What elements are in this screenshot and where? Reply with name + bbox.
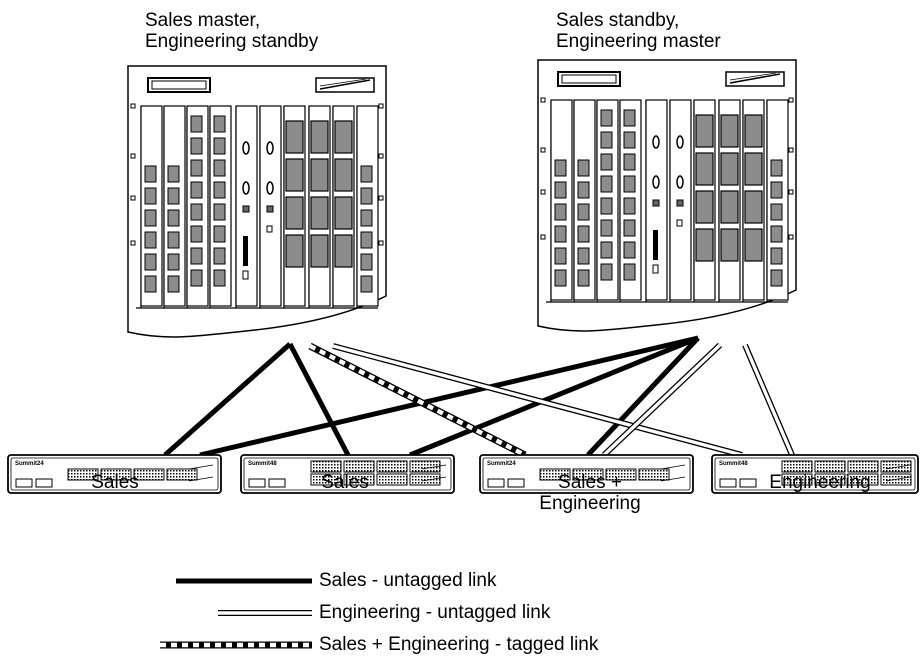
switch-2-label: Sales xyxy=(321,472,369,493)
switch-3-label-line1: Sales + xyxy=(558,472,622,493)
link-sales-1 xyxy=(163,342,292,457)
switch-1-badge: Summit24 xyxy=(15,461,44,467)
link-sales-2 xyxy=(287,342,351,457)
chassis-2-label-line1: Sales standby, xyxy=(556,10,680,31)
switch-1: Summit24 xyxy=(7,454,222,494)
link-sales-5 xyxy=(586,336,700,457)
legend-engineering-label: Engineering - untagged link xyxy=(319,602,551,623)
link-tagged-1 xyxy=(308,342,527,459)
link-sales-4 xyxy=(409,335,699,458)
legend-sales-label: Sales - untagged link xyxy=(319,570,497,591)
switch-1-label: Sales xyxy=(91,472,139,493)
chassis-2-label-line2: Engineering master xyxy=(556,30,721,52)
chassis-1-label-line2: Engineering standby xyxy=(145,30,319,52)
link-sales-3 xyxy=(199,335,699,458)
switch-4-badge: Summit48 xyxy=(719,461,748,467)
switch-2-badge: Summit48 xyxy=(248,461,277,467)
switch-4: Summit48 xyxy=(711,454,919,494)
switch-3: Summit24 xyxy=(479,454,694,494)
legend-tagged-label: Sales + Engineering - tagged link xyxy=(319,634,599,655)
chassis-1-label-line1: Sales master, xyxy=(145,10,261,31)
link-eng-2 xyxy=(601,342,723,458)
switch-2: Summit48 xyxy=(240,454,455,494)
chassis-layer xyxy=(127,59,797,338)
legend-lines xyxy=(160,578,312,649)
link-eng-3 xyxy=(742,343,795,457)
chassis-1 xyxy=(127,65,387,338)
link-eng-1 xyxy=(332,343,743,458)
switch-4-label: Engineering xyxy=(769,472,871,493)
switch-3-badge: Summit24 xyxy=(487,461,516,467)
switch-layer: Summit24 Summit48 Summit24 Summit48 xyxy=(7,454,919,494)
links xyxy=(163,335,795,459)
switch-3-label-line2: Engineering xyxy=(539,492,641,514)
chassis-2 xyxy=(537,59,797,332)
